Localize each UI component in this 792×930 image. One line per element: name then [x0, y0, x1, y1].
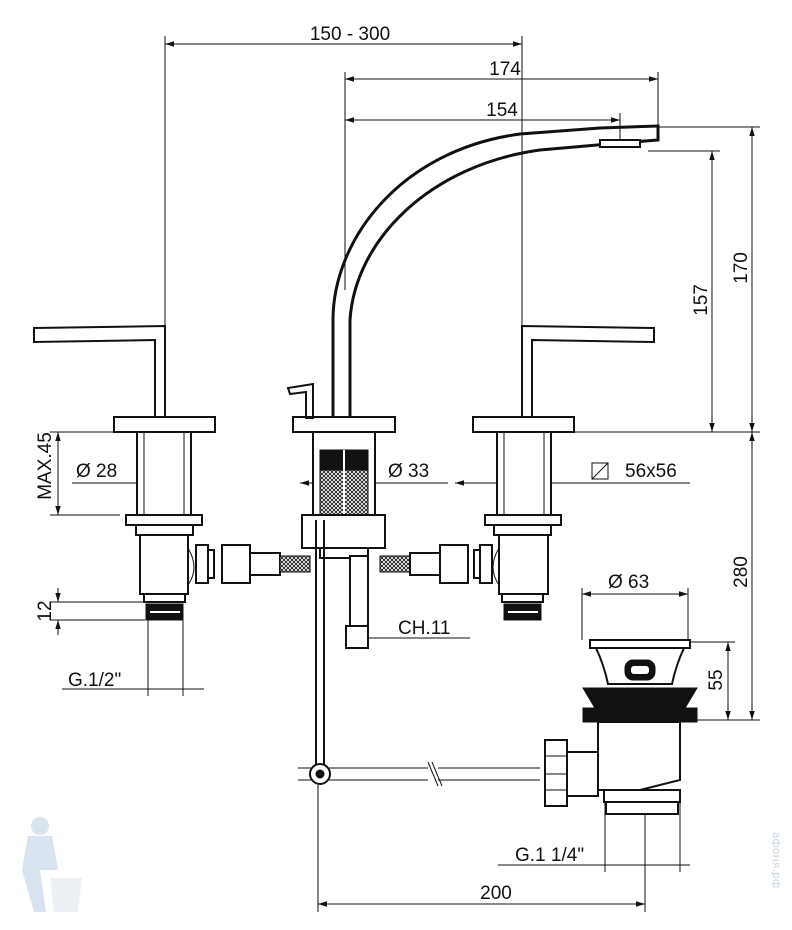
left-handle-valve: [33, 324, 216, 621]
dimension-labels: 150 - 300 174 154 170 157 MAX.45 Ø 28 Ø …: [35, 24, 752, 904]
dim-wrench-size: CH.11: [398, 618, 450, 639]
dim-spout-height-total: 170: [731, 252, 752, 284]
watermark-text: афоня.рф: [770, 832, 783, 889]
dim-connection-height: 12: [35, 600, 56, 621]
dim-spout-diameter: Ø 33: [388, 461, 429, 482]
dim-rod-length: 200: [480, 883, 512, 904]
plumber-mascot-logo: [22, 817, 82, 912]
dim-waste-thread: G.1 1/4": [515, 845, 584, 866]
dim-waste-diameter: Ø 63: [608, 572, 649, 593]
pop-up-waste: [544, 639, 698, 815]
dim-spout-reach-total: 174: [489, 59, 521, 80]
dim-spout-height: 157: [691, 284, 712, 316]
dim-handle-diameter: Ø 28: [76, 461, 117, 482]
dim-spout-reach: 154: [486, 100, 518, 121]
watermark: афоня.рф: [22, 817, 783, 912]
dim-escutcheon-size: 56x56: [625, 461, 677, 482]
square-section-icon: [591, 462, 609, 480]
dim-thread-inlet: G.1/2": [68, 670, 121, 691]
dim-waste-length: 280: [731, 556, 752, 588]
dim-waste-height: 55: [706, 669, 727, 690]
connection-hoses: [195, 544, 493, 584]
dim-spread: 150 - 300: [310, 24, 390, 45]
right-handle-valve: [472, 324, 655, 621]
popup-rod: [298, 520, 540, 787]
dim-max-thickness: MAX.45: [35, 432, 56, 500]
